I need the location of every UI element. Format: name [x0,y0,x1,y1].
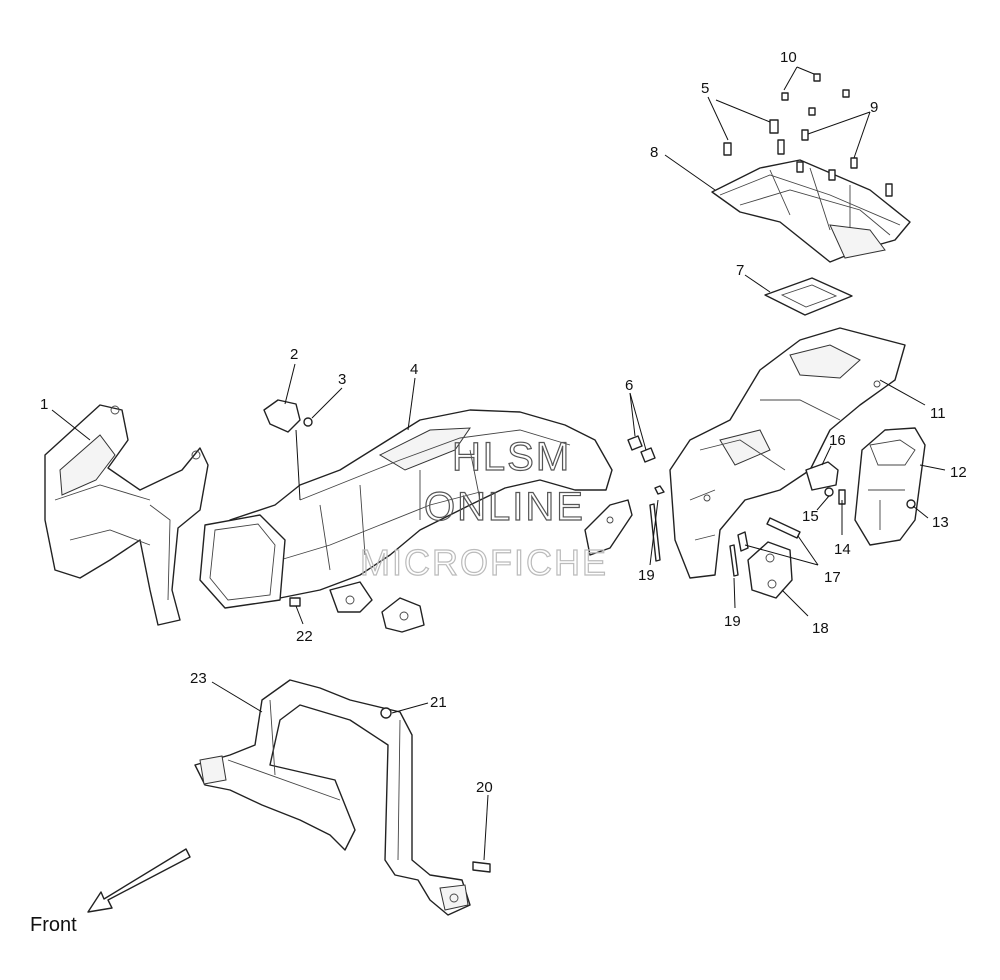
rear-cap[interactable] [854,427,926,546]
callout-7: 7 [736,262,744,279]
front-label: Front [30,914,77,936]
callout-22: 22 [296,628,313,645]
callout-9: 9 [870,99,878,116]
lower-tube-frame[interactable] [194,679,471,916]
callout-3: 3 [338,371,346,388]
callout-4: 4 [410,361,418,378]
bolt-21[interactable] [380,707,392,719]
bolt-22[interactable] [289,597,301,607]
front-arrow-icon [87,848,191,913]
washer-15[interactable] [824,487,834,497]
bracket-2[interactable] [263,399,301,433]
callout-15: 15 [802,508,819,525]
callout-6: 6 [625,377,633,394]
front-frame[interactable] [44,404,209,626]
callout-labels: 1 2 3 4 5 6 7 8 9 10 11 12 13 14 15 16 1… [40,49,967,796]
nut-set-6[interactable] [627,435,656,463]
small-bracket-16[interactable] [805,461,839,491]
callout-21: 21 [430,694,447,711]
nut-set-10[interactable] [781,73,850,116]
watermark-line-1: HLSM [452,435,571,479]
rear-frame[interactable] [669,327,906,579]
mount-plate[interactable] [747,541,793,599]
callout-19b: 19 [724,613,741,630]
callout-16: 16 [829,432,846,449]
nut-3[interactable] [303,417,313,427]
callout-1: 1 [40,396,48,413]
callout-5: 5 [701,80,709,97]
pin-set-17[interactable] [737,517,801,552]
callout-10: 10 [780,49,797,66]
bolt-set-5[interactable] [723,119,785,156]
callout-12: 12 [950,464,967,481]
watermark-line-2: ONLINE [424,485,585,529]
watermark-line-3: MICROFICHE [360,542,608,583]
callout-23: 23 [190,670,207,687]
callout-17: 17 [824,569,841,586]
main-frame[interactable] [199,409,613,613]
callout-19a: 19 [638,567,655,584]
bolt-set-19[interactable] [649,485,739,577]
bolt-20[interactable] [472,861,491,873]
gasket-pad[interactable] [764,277,853,316]
rear-subframe-bracket[interactable] [711,159,911,263]
callout-11: 11 [930,405,946,422]
callout-2: 2 [290,346,298,363]
lower-triangle-plate[interactable] [381,597,425,633]
callout-18: 18 [812,620,829,637]
callout-14: 14 [834,541,851,558]
leader-lines [51,66,946,861]
plate-bracket[interactable] [584,499,633,556]
callout-20: 20 [476,779,493,796]
watermark: HLSM ONLINE MICROFICHE [359,434,608,583]
callout-13: 13 [932,514,949,531]
bolt-set-9[interactable] [796,129,893,197]
callout-8: 8 [650,144,658,161]
